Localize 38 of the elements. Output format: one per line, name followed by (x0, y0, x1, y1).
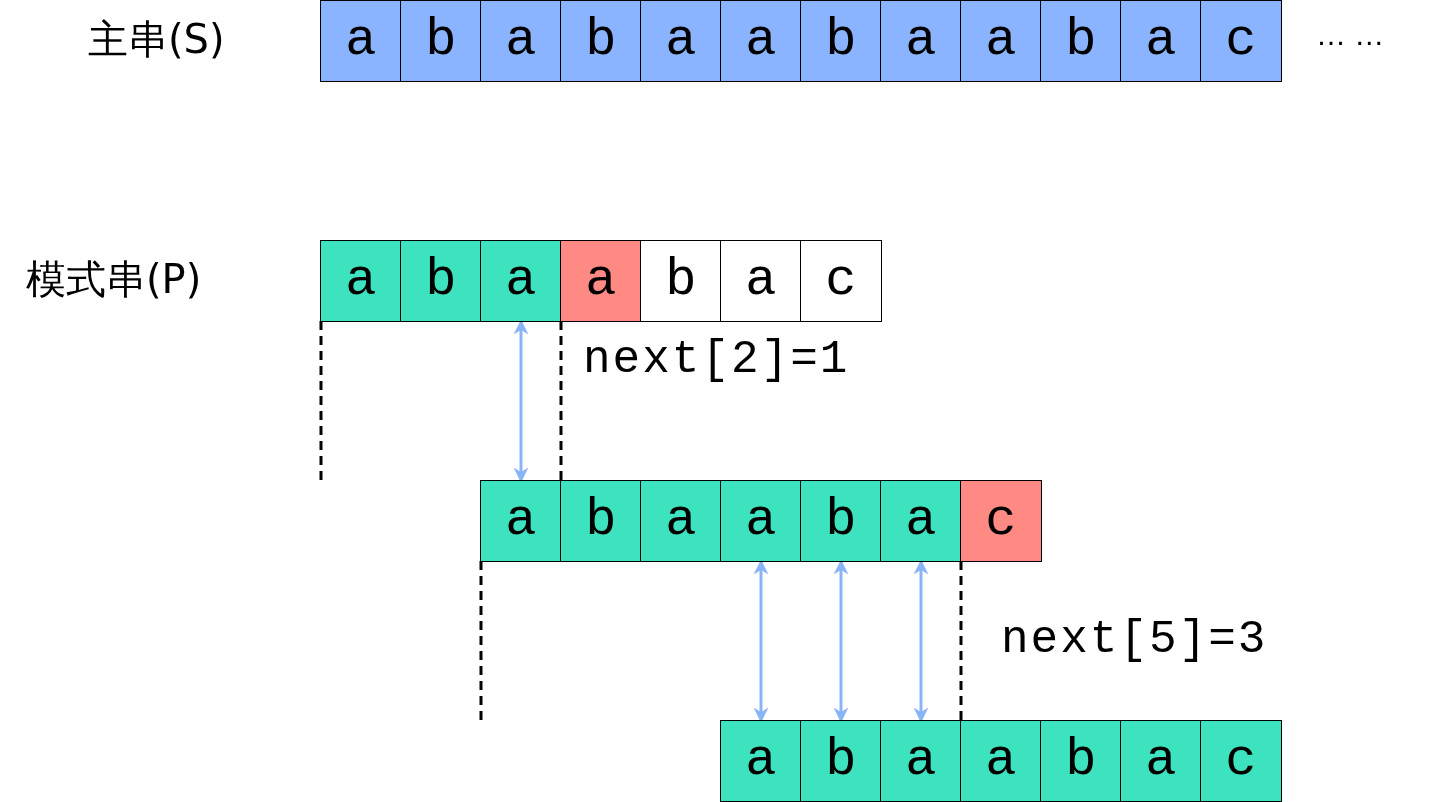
character-cell: a (320, 0, 402, 82)
character-cell: a (1120, 720, 1202, 802)
row-label: 模式串(P) (26, 255, 202, 304)
row-label: 主串(S) (88, 15, 225, 64)
character-cell: a (640, 480, 722, 562)
character-cell: a (720, 480, 802, 562)
character-cell: b (1040, 0, 1122, 82)
character-cell: b (800, 720, 882, 802)
next-value-label: next[2]=1 (583, 333, 850, 388)
character-cell: b (400, 240, 482, 322)
character-cell: a (720, 720, 802, 802)
character-cell: c (1200, 0, 1282, 82)
ellipsis-text: … … (1316, 17, 1385, 53)
character-cell: b (400, 0, 482, 82)
character-cell: b (560, 480, 642, 562)
character-cell: a (480, 240, 562, 322)
character-cell: a (960, 720, 1042, 802)
character-cell: c (1200, 720, 1282, 802)
character-cell: b (640, 240, 722, 322)
character-cell: a (640, 0, 722, 82)
character-cell: a (480, 0, 562, 82)
character-cell: b (800, 0, 882, 82)
character-cell: a (560, 240, 642, 322)
character-cell: a (880, 480, 962, 562)
character-cell: a (880, 0, 962, 82)
character-cell: a (1120, 0, 1202, 82)
character-cell: c (800, 240, 882, 322)
character-cell: a (720, 240, 802, 322)
character-cell: a (880, 720, 962, 802)
character-cell: b (1040, 720, 1122, 802)
character-cell: a (480, 480, 562, 562)
character-cell: a (720, 0, 802, 82)
next-value-label: next[5]=3 (1001, 613, 1268, 668)
character-cell: a (960, 0, 1042, 82)
character-cell: b (800, 480, 882, 562)
character-cell: a (320, 240, 402, 322)
character-cell: b (560, 0, 642, 82)
character-cell: c (960, 480, 1042, 562)
